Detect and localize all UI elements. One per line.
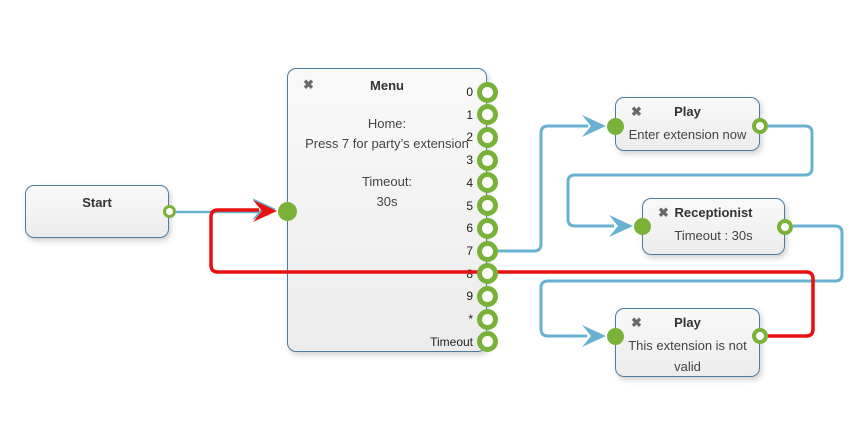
- menu-port-0[interactable]: [476, 81, 498, 103]
- node-play-invalid[interactable]: ✖ Play This extension is not valid: [615, 308, 760, 377]
- connection-play-invalid-to-menu[interactable]: [209, 208, 815, 338]
- menu-home-label: Home:: [367, 116, 407, 131]
- node-play-enter[interactable]: ✖ Play Enter extension now: [615, 97, 760, 151]
- menu-home-text: Press 7 for party’s extension: [305, 136, 469, 151]
- menu-body: Home: Press 7 for party’s extension Time…: [288, 114, 486, 212]
- start-output-port[interactable]: [162, 204, 176, 218]
- menu-port-6[interactable]: [476, 217, 498, 239]
- node-play-invalid-body: This extension is not valid: [628, 338, 747, 374]
- menu-port-5[interactable]: [476, 195, 498, 217]
- arrowhead-play-enter-to-receptionist: [609, 215, 633, 237]
- menu-timeout-label: Timeout:: [361, 174, 413, 189]
- node-menu[interactable]: ✖ Menu Home: Press 7 for party’s extensi…: [287, 68, 487, 352]
- node-menu-title: Menu: [370, 78, 404, 93]
- play-invalid-output-port[interactable]: [752, 328, 768, 344]
- arrowhead-receptionist-to-play-invalid: [582, 325, 606, 347]
- menu-port-1[interactable]: [476, 104, 498, 126]
- node-play-invalid-title: Play: [674, 315, 701, 330]
- arrowhead-menu7-to-play-enter: [582, 115, 606, 137]
- receptionist-output-port[interactable]: [777, 218, 793, 235]
- connection-play-enter-to-receptionist[interactable]: [566, 124, 814, 228]
- menu-port-9[interactable]: [476, 285, 498, 307]
- menu-port-2[interactable]: [476, 126, 498, 148]
- menu-port-*[interactable]: [476, 308, 498, 330]
- menu-port-8[interactable]: [476, 263, 498, 285]
- node-start-title: Start: [82, 195, 112, 210]
- menu-port-4[interactable]: [476, 172, 498, 194]
- close-icon[interactable]: ✖: [631, 104, 642, 119]
- receptionist-input-port[interactable]: [633, 218, 651, 235]
- node-start[interactable]: Start: [25, 185, 169, 238]
- close-icon[interactable]: ✖: [303, 77, 314, 92]
- node-receptionist-title: Receptionist: [674, 205, 753, 220]
- close-icon[interactable]: ✖: [658, 205, 669, 220]
- play-enter-input-port[interactable]: [606, 117, 624, 135]
- menu-port-Timeout[interactable]: [476, 331, 498, 353]
- menu-timeout-value: 30s: [376, 194, 398, 209]
- menu-input-port[interactable]: [277, 201, 297, 221]
- play-enter-output-port[interactable]: [752, 118, 768, 134]
- menu-port-7[interactable]: [476, 240, 498, 262]
- node-play-enter-body: Enter extension now: [628, 127, 747, 142]
- node-play-enter-title: Play: [674, 104, 701, 119]
- node-receptionist-body: Timeout : 30s: [674, 228, 753, 243]
- play-invalid-input-port[interactable]: [606, 327, 624, 345]
- connection-menu7-to-play-enter[interactable]: [497, 124, 588, 253]
- arrowhead-play-invalid-to-menu: [253, 200, 277, 222]
- close-icon[interactable]: ✖: [631, 315, 642, 330]
- connection-receptionist-to-play-invalid[interactable]: [539, 224, 844, 338]
- menu-port-3[interactable]: [476, 149, 498, 171]
